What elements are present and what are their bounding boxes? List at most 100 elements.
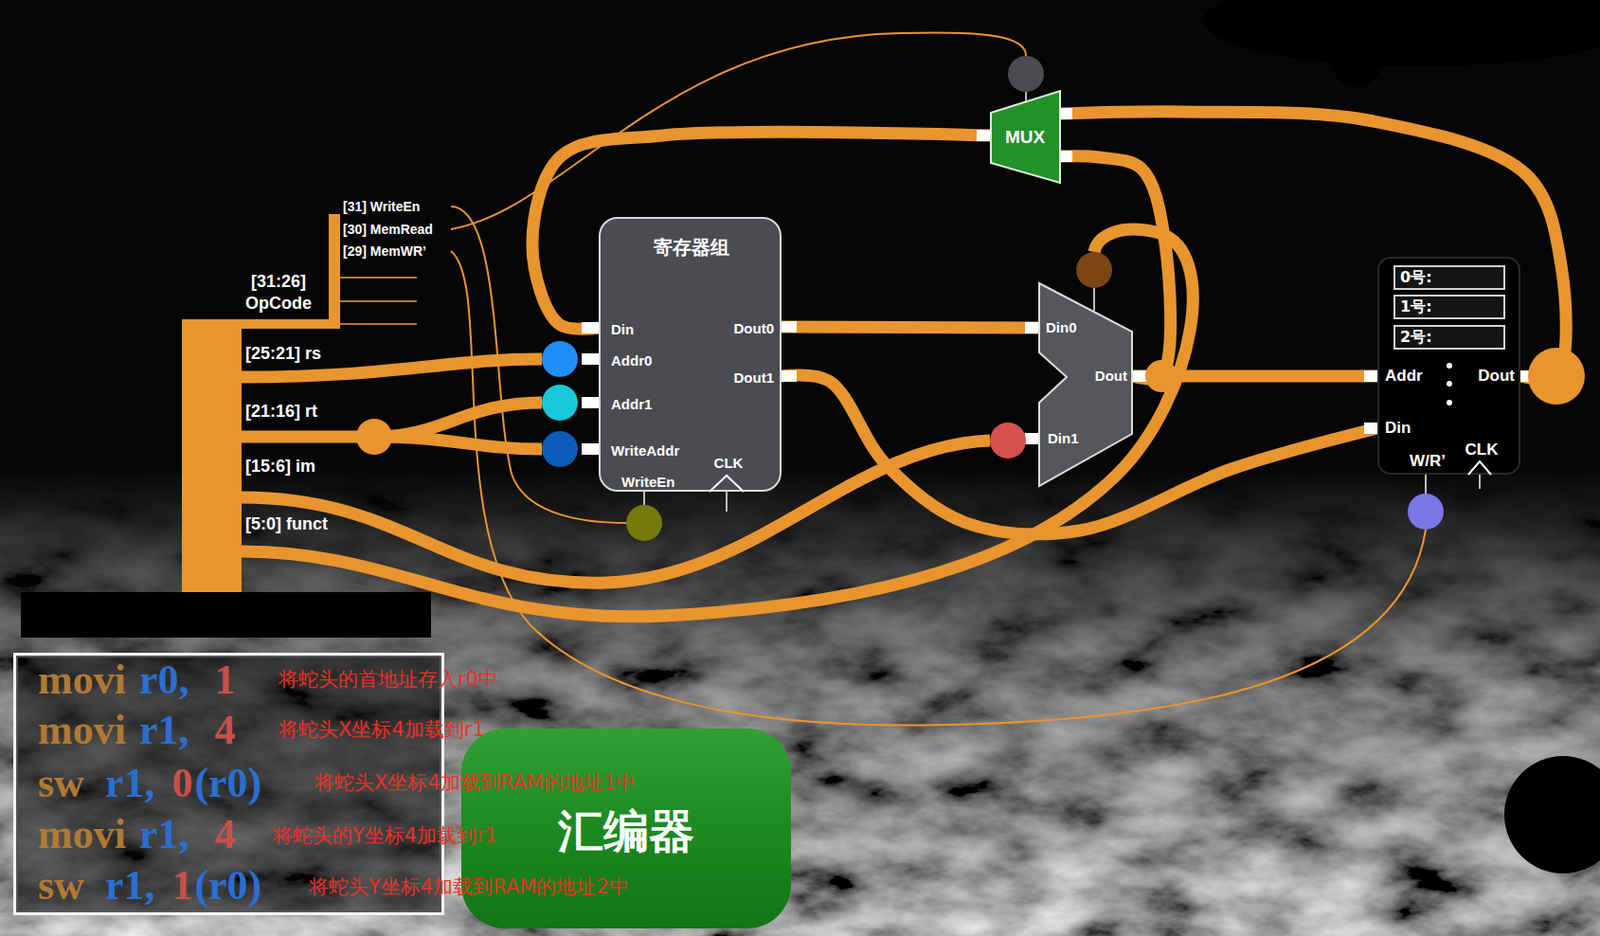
pin-stub (581, 396, 599, 409)
wire-junction (356, 418, 393, 455)
port-dot (541, 431, 578, 468)
code-token: movi (37, 707, 126, 754)
ram-block: AddrDoutDinW/R’CLK0号:1号:2号: (1377, 256, 1521, 475)
pin-label: Addr (1384, 366, 1423, 386)
pin-label: Addr0 (611, 352, 652, 369)
block-title: MUX (1005, 126, 1045, 148)
opcode-bit-line (340, 300, 417, 303)
memory-cell: 1号: (1393, 294, 1506, 320)
pin-stub (1364, 422, 1378, 434)
opcode-bit-line (340, 323, 417, 325)
code-token: 4 (214, 707, 235, 754)
block-title: 汇编器 (557, 805, 695, 858)
bus-wire (781, 326, 1039, 328)
pin-label: CLK (714, 454, 744, 471)
code-line: sw r1, 0(r0) (37, 760, 262, 807)
port-dot (989, 422, 1026, 459)
comment-text: 将蛇头X坐标4加载到r1 (278, 717, 486, 743)
code-token: r1, (139, 707, 190, 754)
block-outline (990, 90, 1061, 183)
code-token: 0 (171, 760, 193, 807)
ellipsis-dot (1446, 362, 1453, 369)
code-token: r1, (139, 811, 190, 858)
pin-label: CLK (1465, 440, 1499, 460)
pin-stub (1060, 150, 1073, 162)
block-outline (1038, 282, 1133, 487)
port-dot (626, 504, 663, 541)
port-dot (1076, 251, 1113, 288)
pin-stub (1024, 432, 1039, 445)
signal-label: [29] MemWR’ (342, 242, 427, 260)
code-token: movi (37, 811, 126, 858)
code-line: movir1,4 (37, 811, 235, 858)
pin-stub (1132, 370, 1147, 382)
pin-label: WriteAddr (611, 442, 680, 459)
pin-stub (581, 353, 599, 365)
code-line: sw r1, 1(r0) (37, 862, 262, 909)
code-token: r0, (139, 657, 190, 703)
code-token: sw (37, 862, 85, 909)
pin-label: Dout0 (734, 320, 775, 337)
code-line: movir0,1 (37, 657, 235, 703)
redaction-bar (20, 592, 432, 638)
pin-label: Dout (1095, 367, 1128, 384)
code-token: sw (37, 760, 85, 807)
pin-label: WriteEn (621, 473, 675, 490)
bus-wire (1060, 111, 1566, 380)
code-token: 1 (171, 862, 193, 909)
code-token: (r0) (194, 862, 262, 909)
pin-stub (781, 321, 797, 333)
pin-label: Din1 (1047, 430, 1079, 447)
pin-stub (581, 443, 599, 455)
pin-stub (1024, 322, 1039, 334)
clock-symbol (709, 475, 744, 492)
block-title: 寄存器组 (653, 236, 730, 259)
clock-symbol (1468, 461, 1492, 475)
pin-label: W/R’ (1409, 451, 1446, 471)
cell-label: 2号: (1400, 328, 1433, 346)
code-line: movi r1, 4 (37, 707, 235, 754)
pin-stub (781, 370, 797, 382)
clock-line (725, 491, 728, 512)
wire-junction (1528, 347, 1585, 405)
control-wire (450, 251, 1426, 726)
pin-label: Din0 (1045, 319, 1078, 336)
field-label: [31:26] OpCode (238, 270, 319, 316)
ellipsis-dot (1446, 380, 1453, 387)
rt-wire (374, 436, 542, 450)
pin-label: Din (611, 321, 634, 338)
pin-line (643, 491, 646, 505)
cell-label: 0号: (1400, 269, 1433, 287)
pin-label: Dout1 (734, 369, 775, 386)
opcode-bus (181, 319, 341, 329)
rt-wire (241, 431, 375, 444)
code-token: movi (37, 657, 126, 703)
comment-text: 将蛇头的首地址存入r0中 (278, 666, 499, 693)
mux-block: MUX (989, 89, 1061, 184)
code-token: (r0) (194, 760, 262, 807)
code-token: r1, (105, 862, 156, 909)
pin-stub (581, 322, 599, 334)
instruction-bus (181, 319, 242, 593)
code-token: r1, (105, 760, 156, 807)
redaction-blob (1504, 755, 1600, 874)
comment-text: 将蛇头Y坐标4加载到RAM的地址2中 (308, 874, 630, 900)
alu-block: Din0DoutDin1 (1038, 282, 1133, 487)
pin-stub (1364, 370, 1378, 382)
field-label: [5:0] funct (245, 513, 328, 536)
signal-label: [30] MemRead (342, 220, 433, 238)
field-label: [21:16] rt (245, 400, 318, 423)
pin-line (1093, 287, 1096, 311)
memory-cell: 0号: (1393, 265, 1506, 290)
field-label: [25:21] rs (245, 342, 322, 365)
wire-junction (1145, 359, 1178, 393)
comment-text: 将蛇头的Y坐标4加载到r1 (272, 823, 498, 849)
ellipsis-dot (1446, 399, 1453, 406)
opcode-bus (328, 214, 341, 329)
opcode-bit-line (340, 276, 417, 279)
port-dot (541, 384, 578, 421)
memory-cell: 2号: (1393, 324, 1506, 350)
